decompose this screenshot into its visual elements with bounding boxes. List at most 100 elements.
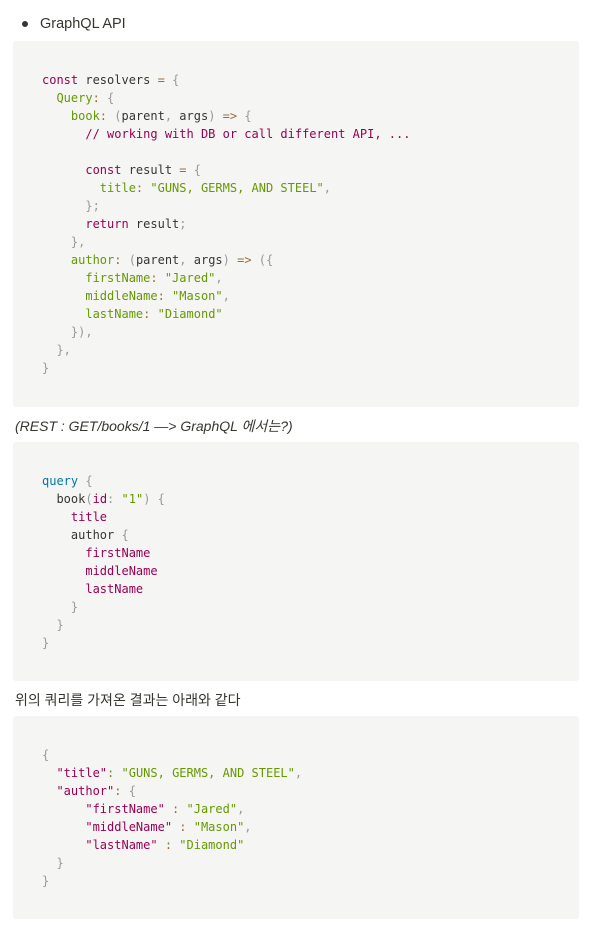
- code-token: =: [157, 73, 165, 87]
- code-token: ,: [179, 253, 194, 267]
- code-token: :: [107, 766, 115, 780]
- code-token: resolvers: [78, 73, 158, 87]
- code-line: }: [42, 616, 165, 634]
- code-token: "Diamond": [172, 838, 245, 852]
- code-line: }: [42, 872, 302, 890]
- code-token: },: [42, 343, 71, 357]
- code-token: [42, 145, 49, 159]
- code-line: }: [42, 634, 165, 652]
- code-token: :: [150, 271, 158, 285]
- code-token: :: [99, 109, 108, 123]
- code-token: :: [143, 307, 151, 321]
- note-result-description: 위의 쿼리를 가져온 결과는 아래와 같다: [15, 692, 241, 708]
- code-line: middleName: "Mason",: [42, 287, 410, 305]
- code-content[interactable]: { "title": "GUNS, GERMS, AND STEEL", "au…: [42, 746, 302, 890]
- code-token: middleName: [42, 564, 158, 578]
- code-token: "GUNS, GERMS, AND STEEL": [114, 766, 295, 780]
- code-block-resolvers[interactable]: const resolvers = { Query: { book: (pare…: [13, 41, 579, 407]
- code-token: {: [121, 784, 136, 798]
- code-token: =: [179, 163, 187, 177]
- code-token: {: [186, 163, 201, 177]
- code-token: (: [107, 109, 122, 123]
- code-token: :: [92, 91, 100, 105]
- code-token: }: [42, 636, 50, 650]
- code-token: "Jared": [179, 802, 238, 816]
- code-token: const: [42, 163, 122, 177]
- code-block-query[interactable]: query { book(id: "1") { title author { f…: [13, 442, 579, 681]
- code-line: },: [42, 341, 410, 359]
- code-token: :: [135, 181, 144, 195]
- code-token: (: [121, 253, 136, 267]
- code-line: }),: [42, 323, 410, 341]
- code-token: ): [222, 253, 238, 267]
- code-line: }: [42, 598, 165, 616]
- code-token: =>: [222, 109, 238, 123]
- code-token: {: [42, 748, 50, 762]
- code-line: author {: [42, 526, 165, 544]
- code-token: parent: [121, 109, 165, 123]
- code-line: title: "GUNS, GERMS, AND STEEL",: [42, 179, 410, 197]
- code-line: };: [42, 197, 410, 215]
- code-line: "title": "GUNS, GERMS, AND STEEL",: [42, 764, 302, 782]
- code-line: author: (parent, args) => ({: [42, 251, 410, 269]
- code-line: "lastName" : "Diamond": [42, 836, 302, 854]
- code-token: "author": [42, 784, 115, 798]
- code-token: ,: [215, 271, 223, 285]
- code-token: title: [42, 181, 136, 195]
- code-line: Query: {: [42, 89, 410, 107]
- bullet-dot-icon: [22, 21, 28, 27]
- code-token: book: [42, 109, 100, 123]
- code-token: ,: [323, 181, 332, 195]
- code-token: author: [42, 253, 115, 267]
- code-content[interactable]: query { book(id: "1") { title author { f…: [42, 472, 165, 652]
- code-line: "firstName" : "Jared",: [42, 800, 302, 818]
- code-token: args: [179, 109, 209, 123]
- code-line: query {: [42, 472, 165, 490]
- code-token: "lastName": [42, 838, 158, 852]
- code-token: ,: [294, 766, 303, 780]
- code-token: },: [42, 235, 86, 249]
- code-line: const result = {: [42, 161, 410, 179]
- code-line: }: [42, 359, 410, 377]
- code-line: const resolvers = {: [42, 71, 410, 89]
- code-line: return result;: [42, 215, 410, 233]
- code-token: };: [42, 199, 100, 213]
- code-token: }: [42, 618, 64, 632]
- code-line: firstName: "Jared",: [42, 269, 410, 287]
- note-rest-comparison: (REST : GET/books/1 —> GraphQL 에서는?): [15, 418, 293, 434]
- code-token: "1": [121, 492, 144, 506]
- bullet-text: GraphQL API: [40, 16, 126, 32]
- code-block-result[interactable]: { "title": "GUNS, GERMS, AND STEEL", "au…: [13, 716, 579, 919]
- code-token: "Mason": [186, 820, 245, 834]
- code-token: // working with DB or call different API…: [42, 127, 411, 141]
- code-content[interactable]: const resolvers = { Query: { book: (pare…: [42, 71, 410, 377]
- code-token: "Jared": [157, 271, 216, 285]
- code-token: :: [107, 492, 122, 506]
- code-token: {: [237, 109, 252, 123]
- code-line: book(id: "1") {: [42, 490, 165, 508]
- code-token: lastName: [42, 307, 144, 321]
- code-token: const: [42, 73, 79, 87]
- code-token: }: [42, 856, 64, 870]
- code-token: "firstName": [42, 802, 165, 816]
- code-line: // working with DB or call different API…: [42, 125, 410, 143]
- code-token: ({: [251, 253, 274, 267]
- code-token: Query: [42, 91, 93, 105]
- code-token: :: [157, 289, 165, 303]
- code-token: id: [92, 492, 108, 506]
- bullet-item: GraphQL API: [22, 13, 126, 35]
- code-token: ): [208, 109, 223, 123]
- code-line: lastName: "Diamond": [42, 305, 410, 323]
- code-token: "GUNS, GERMS, AND STEEL": [143, 181, 324, 195]
- code-token: {: [114, 528, 129, 542]
- code-token: :: [172, 820, 187, 834]
- code-token: ) {: [143, 492, 165, 506]
- code-line: "middleName" : "Mason",: [42, 818, 302, 836]
- code-token: (: [85, 492, 93, 506]
- code-token: args: [193, 253, 223, 267]
- code-token: ,: [237, 802, 245, 816]
- code-token: book: [42, 492, 86, 506]
- code-token: result: [128, 217, 180, 231]
- code-line: title: [42, 508, 165, 526]
- code-token: "title": [42, 766, 108, 780]
